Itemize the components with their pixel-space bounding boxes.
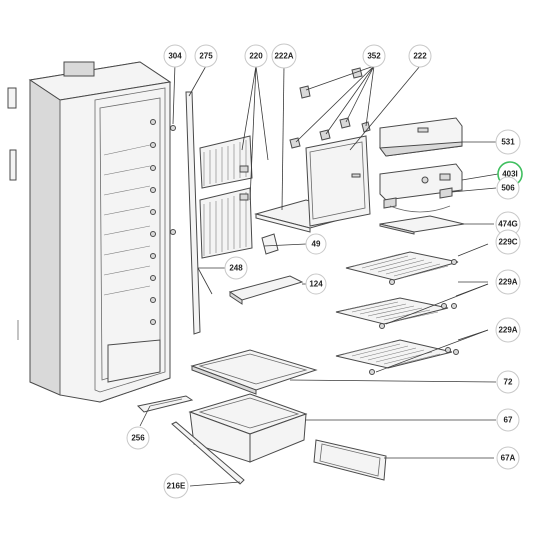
callout-256-label: 256 — [131, 434, 145, 443]
callout-67A: 67A — [496, 446, 520, 470]
callout-49-label: 49 — [312, 240, 321, 249]
callout-506: 506 — [496, 176, 520, 200]
cabinet-shelf-rails — [103, 144, 151, 296]
callout-531-label: 531 — [501, 138, 515, 147]
vegetable-bin — [188, 393, 308, 463]
callout-304: 304 — [163, 44, 187, 68]
crisper-cover — [190, 349, 318, 395]
callout-403I-label: 403I — [502, 170, 518, 179]
callout-352: 352 — [362, 44, 386, 68]
callout-474G-label: 474G — [498, 220, 518, 229]
callout-248-label: 248 — [229, 264, 243, 273]
drain-tube — [171, 421, 245, 485]
callout-216E-label: 216E — [167, 482, 186, 491]
callout-222: 222 — [408, 44, 432, 68]
wire-shelf-upper — [345, 251, 459, 285]
callout-229A-lower-label: 229A — [498, 326, 517, 335]
callout-256: 256 — [126, 426, 150, 450]
callout-229A-lower: 229A — [495, 317, 521, 343]
cabinet-screws — [150, 119, 156, 325]
callout-216E: 216E — [163, 473, 189, 499]
wire-shelf-middle — [335, 297, 457, 329]
evaporator-fins — [199, 135, 253, 259]
callout-248: 248 — [224, 256, 248, 280]
callout-49: 49 — [305, 233, 327, 255]
callout-506-label: 506 — [501, 184, 515, 193]
callout-229C: 229C — [495, 229, 521, 255]
callout-124: 124 — [305, 273, 327, 295]
lamp-bracket — [228, 275, 304, 305]
callout-275-label: 275 — [199, 52, 213, 61]
callout-275: 275 — [194, 44, 218, 68]
callout-222-label: 222 — [413, 52, 427, 61]
cabinet — [7, 61, 172, 403]
glass-shelf — [379, 215, 465, 235]
callout-222A: 222A — [271, 43, 297, 69]
callout-72: 72 — [496, 370, 520, 394]
bin-front-panel — [313, 439, 387, 481]
callout-220-label: 220 — [249, 52, 263, 61]
callout-67-label: 67 — [504, 416, 513, 425]
freezer-compartment — [254, 135, 371, 255]
callout-229A-upper-label: 229A — [498, 278, 517, 287]
callout-352-label: 352 — [367, 52, 381, 61]
callout-67: 67 — [496, 408, 520, 432]
callout-304-label: 304 — [168, 52, 182, 61]
callout-222A-label: 222A — [274, 52, 293, 61]
callout-124-label: 124 — [309, 280, 323, 289]
callout-72-label: 72 — [504, 378, 513, 387]
gasket-strip — [170, 91, 201, 335]
callout-229C-label: 229C — [498, 238, 517, 247]
callout-229A-upper: 229A — [495, 269, 521, 295]
control-panels — [379, 117, 463, 213]
callout-220: 220 — [244, 44, 268, 68]
wire-shelf-lower — [335, 339, 459, 375]
callout-531: 531 — [495, 129, 521, 155]
callout-67A-label: 67A — [501, 454, 516, 463]
leader-lines — [139, 63, 499, 487]
drain-channel — [136, 395, 194, 413]
